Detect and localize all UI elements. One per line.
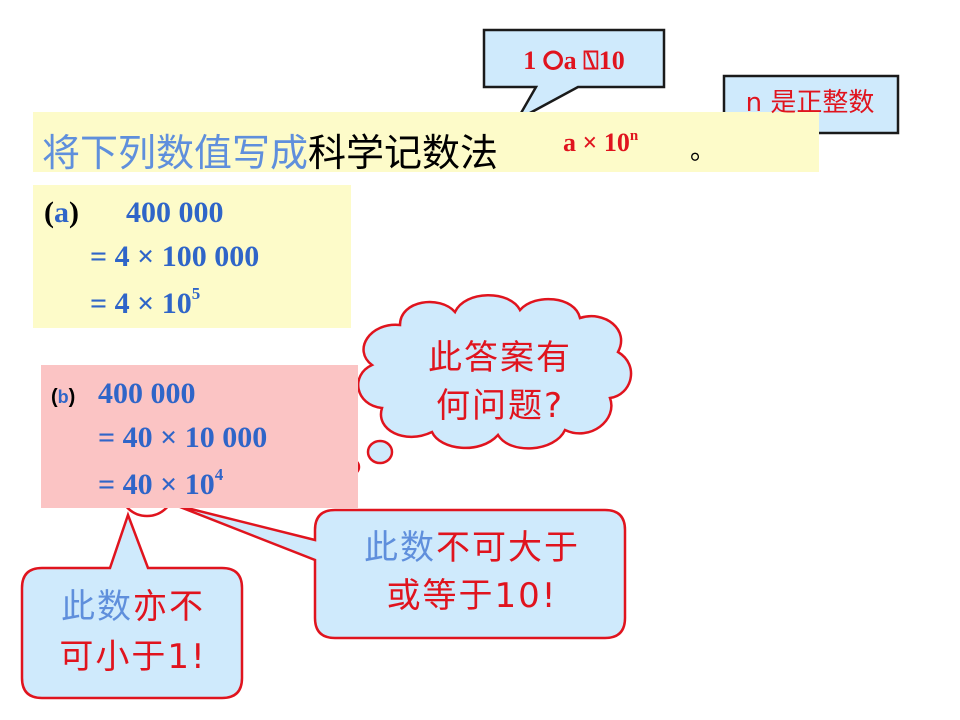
title-highlight: [33, 112, 819, 172]
example-a-line-2: = 4 × 100 000: [90, 240, 260, 273]
scientific-notation-formula: a × 10n: [563, 128, 638, 158]
example-b-box: [41, 365, 358, 508]
instruction-title: 将下列数值写成科学记数法: [42, 122, 498, 177]
thought-cloud-text: 此答案有 何问题?: [428, 338, 572, 426]
example-a-label: (a): [44, 196, 79, 229]
title-blue-part: 将下列数值写成: [42, 131, 309, 175]
formula-base: a × 10: [563, 128, 630, 157]
example-a-box: [33, 185, 351, 328]
title-black-part: 科学记数法: [308, 131, 499, 175]
example-b-line-2: = 40 × 10 000: [98, 421, 268, 454]
left-bubble-text: 此数亦不 可小于1!: [59, 587, 207, 677]
example-b-line-3: = 40 × 104: [98, 465, 224, 501]
example-b-label: (b): [51, 386, 76, 408]
formula-exponent: n: [629, 128, 639, 144]
right-bubble-text: 此数不可大于 或等于10!: [364, 528, 580, 616]
example-b-line-1: 400 000: [98, 377, 196, 410]
example-a-line-1: 400 000: [126, 196, 224, 229]
title-period: 。: [690, 136, 717, 165]
callout-n-text: n 是正整数: [745, 88, 875, 118]
left-bubble-shape: [20, 511, 244, 700]
callout-top-shape: [482, 28, 666, 124]
right-bubble-shape: [174, 503, 627, 640]
callout-top-text: 1 ⭘a ⍂10: [523, 46, 625, 75]
example-a-line-3: = 4 × 105: [90, 284, 201, 320]
